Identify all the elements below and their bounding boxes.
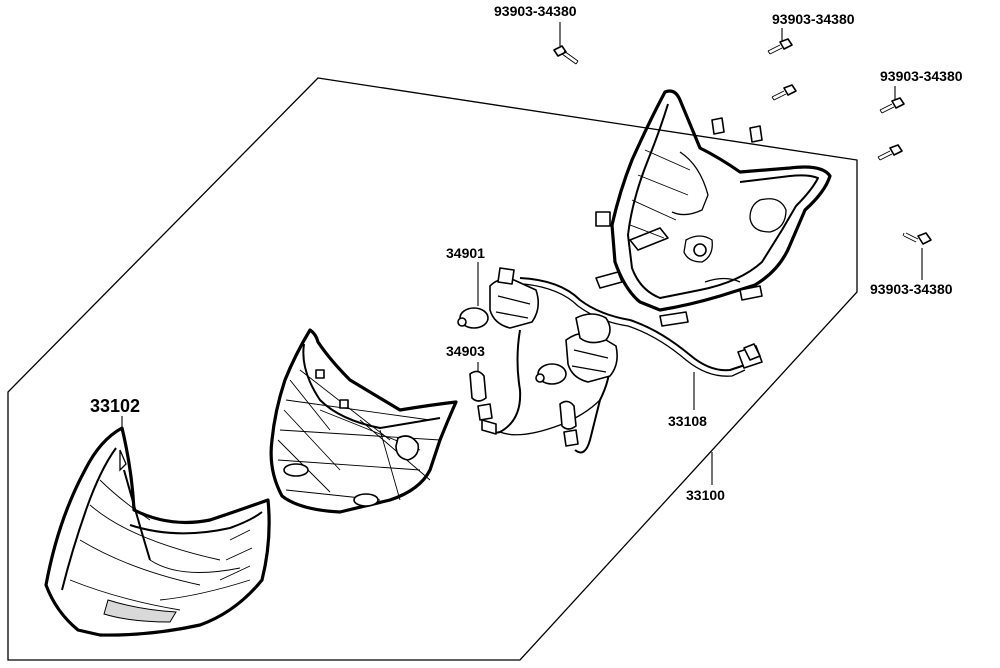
assembly-frame <box>7 77 858 661</box>
label-33100: 33100 <box>686 487 725 503</box>
label-screw-top: 93903-34380 <box>494 3 577 19</box>
headlight-bulb-34901 <box>457 267 540 329</box>
position-bulb-left <box>469 370 497 435</box>
screw-top <box>553 22 579 65</box>
position-bulb-right <box>559 400 579 447</box>
screw-top-right <box>767 28 793 55</box>
label-screw-top-right: 93903-34380 <box>772 11 855 27</box>
screw-right <box>879 86 905 114</box>
screw-bottom-right <box>902 232 932 280</box>
headlight-reflector <box>269 328 458 514</box>
screw-right-lower <box>877 144 903 161</box>
label-33108: 33108 <box>668 413 707 429</box>
label-screw-bottom-right: 93903-34380 <box>870 281 953 297</box>
headlight-lens-33102 <box>44 426 271 637</box>
headlight-housing <box>595 89 832 327</box>
label-33102: 33102 <box>90 396 140 416</box>
screw-mid <box>771 84 797 101</box>
label-34901: 34901 <box>446 245 485 261</box>
label-screw-right: 93903-34380 <box>880 68 963 84</box>
label-34903: 34903 <box>446 343 485 359</box>
headlight-bulb-second <box>535 313 618 385</box>
